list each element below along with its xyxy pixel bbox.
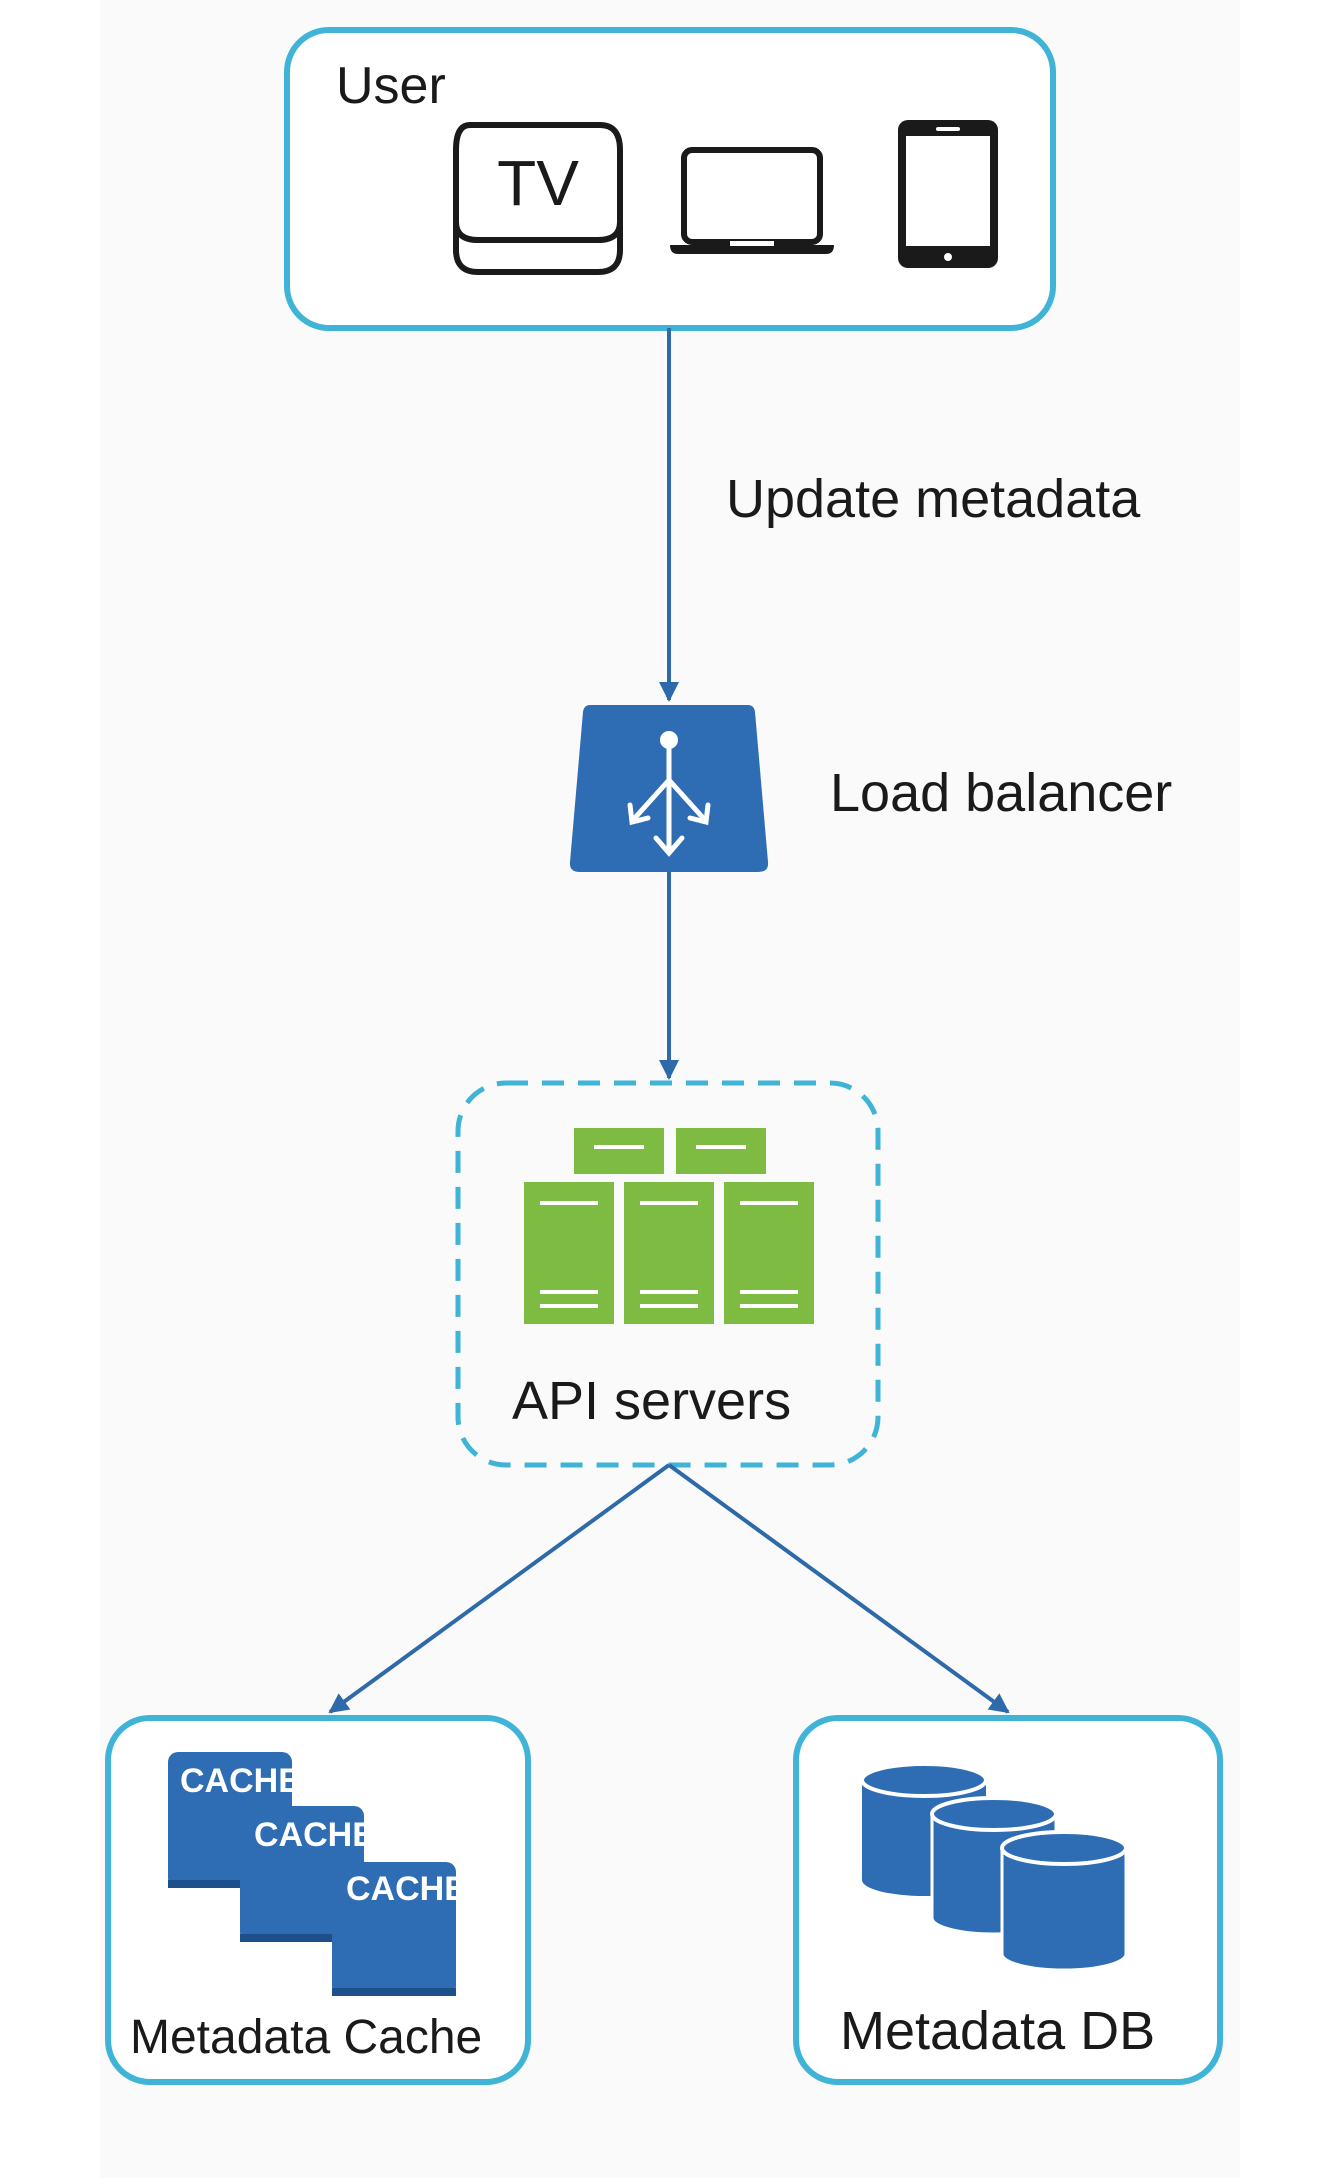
edge-label-update-metadata: Update metadata <box>726 469 1141 529</box>
api-servers-label: API servers <box>512 1371 792 1431</box>
user-node: TV <box>284 27 1056 331</box>
cache-text-3: CACHE <box>346 1870 467 1908</box>
cache-text-2: CACHE <box>254 1816 375 1854</box>
edge-api-to-cache <box>328 1463 671 1714</box>
database-icon <box>860 1762 1128 1972</box>
user-label: User <box>336 57 446 115</box>
metadata-db-node <box>793 1715 1223 2085</box>
cache-icon: CACHE CACHE CACHE <box>168 1752 467 1996</box>
tv-text: TV <box>497 147 579 219</box>
tablet-icon <box>898 120 998 268</box>
cache-text-1: CACHE <box>180 1762 301 1800</box>
edge-api-to-db <box>667 1463 1010 1714</box>
metadata-cache-label: Metadata Cache <box>130 2011 483 2064</box>
api-servers-node <box>455 1080 881 1468</box>
laptop-icon <box>670 147 834 254</box>
load-balancer-label: Load balancer <box>830 763 1173 823</box>
tv-box-icon: TV <box>453 122 623 275</box>
load-balancer-icon <box>569 705 769 872</box>
server-stack-icon <box>524 1128 814 1324</box>
metadata-db-label: Metadata DB <box>840 2001 1156 2061</box>
metadata-cache-node: CACHE CACHE CACHE <box>105 1715 531 2085</box>
